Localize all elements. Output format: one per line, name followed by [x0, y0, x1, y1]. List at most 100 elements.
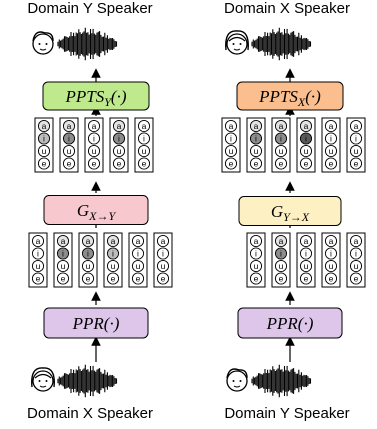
phoneme-symbol: i	[43, 134, 45, 144]
phoneme-circle	[31, 234, 45, 248]
phoneme-circle	[137, 157, 151, 170]
phoneme-symbol: a	[111, 236, 116, 246]
phoneme-symbol: a	[161, 236, 166, 246]
phoneme-symbol: i	[305, 134, 307, 144]
phoneme-circle	[299, 119, 313, 133]
phoneme-symbol: u	[136, 261, 141, 271]
phoneme-symbol: e	[67, 159, 72, 169]
left-converter-box: GX→Y	[43, 195, 149, 225]
phoneme-circle	[56, 272, 70, 285]
phoneme-symbol: i	[280, 134, 282, 144]
right-synthesizer-box-label: PPTSX(·)	[258, 87, 321, 109]
phoneme-symbol: u	[329, 261, 334, 271]
phoneme-symbol: i	[93, 134, 95, 144]
phoneme-circle	[324, 259, 338, 273]
phoneme-symbol: e	[86, 274, 91, 284]
right-converter-box: GY→X	[238, 196, 342, 226]
phoneme-circle	[131, 272, 145, 285]
phoneme-symbol: u	[329, 146, 334, 156]
audio-waveform-icon	[251, 27, 312, 61]
phoneme-circle	[349, 247, 363, 260]
phoneme-circle	[349, 259, 363, 273]
left-top-speaker	[32, 27, 118, 61]
right-converter-box-label: GY→X	[271, 202, 310, 224]
phoneme-circle	[137, 144, 151, 158]
phoneme-circle	[81, 247, 95, 260]
phoneme-symbol: i	[330, 134, 332, 144]
phoneme-symbol: u	[42, 146, 47, 156]
phoneme-circle	[349, 144, 363, 158]
right-synthesizer-box: PPTSX(·)	[236, 81, 344, 111]
phoneme-symbol: a	[42, 121, 47, 131]
phoneme-circle	[249, 119, 263, 133]
phoneme-circle	[299, 157, 313, 170]
phoneme-circle	[62, 132, 76, 145]
phoneme-symbol: e	[254, 159, 259, 169]
phoneme-circle	[156, 259, 170, 273]
phoneme-circle	[87, 132, 101, 145]
phoneme-circle	[274, 272, 288, 285]
phoneme-circle	[37, 144, 51, 158]
audio-waveform-icon	[57, 27, 118, 61]
phoneme-circle	[37, 119, 51, 133]
phoneme-circle	[81, 234, 95, 248]
phoneme-circle	[224, 132, 238, 145]
phoneme-circle	[274, 234, 288, 248]
phoneme-circle	[62, 119, 76, 133]
phoneme-symbol: e	[136, 274, 141, 284]
speaker-label-right-top: Domain X Speaker	[224, 0, 350, 17]
phoneme-symbol: u	[111, 261, 116, 271]
phoneme-circle	[224, 119, 238, 133]
phoneme-circle	[137, 132, 151, 145]
phoneme-circle	[156, 247, 170, 260]
phoneme-circle	[87, 144, 101, 158]
phoneme-symbol: u	[36, 261, 41, 271]
phoneme-symbol: u	[279, 146, 284, 156]
phoneme-symbol: a	[304, 121, 309, 131]
phoneme-symbol: u	[161, 261, 166, 271]
phoneme-symbol: e	[61, 274, 66, 284]
right-recognizer-box: PPR(·)	[237, 307, 343, 339]
phoneme-circle	[249, 157, 263, 170]
phoneme-circle	[349, 234, 363, 248]
right-top-speaker	[225, 27, 312, 61]
phoneme-circle	[249, 144, 263, 158]
phoneme-symbol: u	[304, 146, 309, 156]
speaker-face-male-icon	[32, 31, 54, 55]
phoneme-symbol: a	[254, 236, 259, 246]
phoneme-symbol: i	[87, 249, 89, 259]
speaker-face-female-icon	[31, 367, 55, 392]
phoneme-circle	[274, 247, 288, 260]
phoneme-symbol: u	[117, 146, 122, 156]
phoneme-circle	[106, 247, 120, 260]
phoneme-symbol: a	[142, 121, 147, 131]
phoneme-circle	[87, 157, 101, 170]
phoneme-symbol: i	[230, 134, 232, 144]
phoneme-circle	[299, 234, 313, 248]
phoneme-symbol: i	[355, 249, 357, 259]
phoneme-symbol: a	[117, 121, 122, 131]
phoneme-symbol: a	[254, 121, 259, 131]
phoneme-symbol: i	[255, 134, 257, 144]
phoneme-symbol: i	[255, 249, 257, 259]
phoneme-circle	[274, 144, 288, 158]
phoneme-circle	[324, 144, 338, 158]
left-synthesizer-box-label: PPTSY(·)	[65, 87, 127, 109]
phoneme-symbol: i	[118, 134, 120, 144]
phoneme-symbol: i	[37, 249, 39, 259]
phoneme-symbol: a	[86, 236, 91, 246]
left-synthesizer-box: PPTSY(·)	[42, 81, 150, 111]
phoneme-symbol: e	[279, 274, 284, 284]
phoneme-symbol: u	[279, 261, 284, 271]
phoneme-circle	[274, 119, 288, 133]
phoneme-symbol: e	[279, 159, 284, 169]
phoneme-symbol: i	[280, 249, 282, 259]
phoneme-symbol: e	[161, 274, 166, 284]
phoneme-circle	[249, 247, 263, 260]
